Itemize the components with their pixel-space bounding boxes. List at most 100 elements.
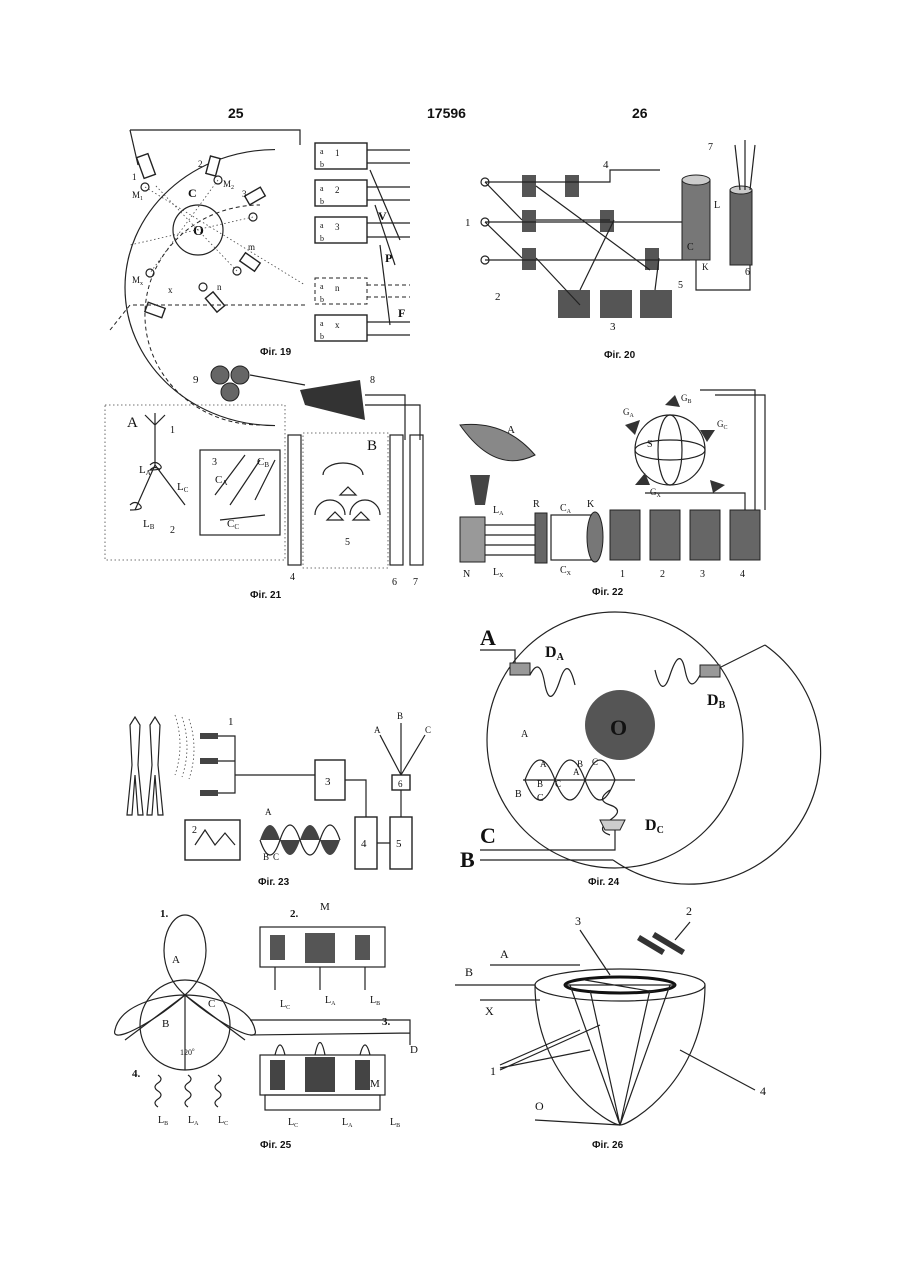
label-N: N	[463, 569, 470, 580]
svg-text:a: a	[320, 221, 324, 230]
label-DC: DC	[645, 817, 664, 836]
wave-B: B	[263, 852, 269, 862]
part-4: 4.	[132, 1068, 141, 1080]
label-2: 2	[198, 159, 203, 169]
label-O: O	[610, 715, 627, 740]
label-LX: LX	[493, 567, 504, 579]
label-LA3: LA	[342, 1117, 353, 1129]
label-3: 3	[212, 457, 217, 468]
label-LC4: LC	[218, 1115, 228, 1127]
caption-fig25: Фіг. 25	[260, 1140, 291, 1151]
label-8: 8	[370, 375, 375, 386]
label-1: 1	[620, 569, 625, 580]
label-LB: LB	[143, 518, 155, 531]
label-9: 9	[193, 374, 199, 386]
label-LB: LB	[370, 995, 380, 1007]
label-3: 3	[700, 569, 705, 580]
label-4: 4	[603, 159, 609, 171]
label-4: 4	[760, 1084, 766, 1098]
label-4: 4	[740, 569, 745, 580]
label-GB: GB	[681, 393, 692, 405]
part-2: 2.	[290, 908, 299, 920]
svg-text:b: b	[320, 332, 324, 341]
label-m: m	[248, 242, 255, 252]
label-X: X	[485, 1004, 494, 1018]
svg-text:3: 3	[335, 222, 340, 232]
caption-fig19: Фіг. 19	[260, 347, 291, 358]
side-C: C	[537, 793, 544, 804]
label-7: 7	[413, 577, 418, 588]
label-P: P	[385, 251, 392, 265]
label-4: 4	[290, 572, 295, 583]
label-CX: CX	[560, 565, 572, 577]
label-Mx: Mx	[132, 275, 143, 287]
page-number-left: 25	[228, 105, 244, 121]
label-5: 5	[678, 280, 683, 291]
figure-24: O A DA DB A A A B B C C B C DC C B	[455, 605, 775, 875]
svg-text:x: x	[335, 320, 340, 330]
label-n: n	[217, 282, 222, 292]
label-LC: LC	[177, 481, 189, 494]
label-GA: GA	[623, 407, 635, 419]
label-5: 5	[345, 537, 350, 548]
label-M1: M1	[132, 190, 143, 202]
label-A: A	[507, 424, 515, 436]
wave-C: C	[555, 779, 561, 789]
svg-text:a: a	[320, 319, 324, 328]
label-CA: CA	[560, 503, 572, 515]
block-2: a2b	[315, 180, 367, 206]
label-LA4: LA	[188, 1115, 199, 1127]
label-GC: GC	[717, 419, 728, 431]
label-x: x	[168, 285, 173, 295]
figure-26: 3 2 A B X O 1 4	[450, 900, 780, 1130]
wave-B: B	[537, 779, 543, 789]
label-C: C	[208, 998, 215, 1010]
wave-A: A	[265, 807, 272, 817]
label-B: B	[460, 847, 475, 872]
svg-text:1: 1	[335, 148, 340, 158]
side-B: B	[515, 789, 522, 800]
label-angle: 120o	[180, 1048, 195, 1057]
label-7: 7	[708, 142, 713, 153]
caption-fig24: Фіг. 24	[588, 877, 619, 888]
label-CA: CA	[215, 474, 227, 487]
label-6: 6	[398, 779, 403, 789]
block-n: anb	[315, 278, 367, 304]
label-M: M	[320, 901, 330, 913]
label-DA: DA	[545, 644, 565, 663]
label-5: 5	[396, 838, 402, 850]
label-3: 3	[242, 189, 247, 199]
label-CC: CC	[227, 518, 239, 531]
label-2: 2	[192, 825, 197, 836]
label-1: 1	[170, 425, 175, 436]
figure-25: 1. A B C 120o 2. M LC LA LB 3. D M LC LA…	[110, 905, 440, 1145]
label-4: 4	[361, 838, 367, 850]
label-C: C	[425, 725, 431, 735]
svg-text:b: b	[320, 160, 324, 169]
svg-text:2: 2	[335, 185, 340, 195]
part-3: 3.	[382, 1016, 391, 1028]
figure-19: O C 1 2 3 m n x M1 M2 Mx a1b a2b a3b anb…	[110, 125, 430, 350]
label-1: 1	[490, 1064, 496, 1078]
label-A: A	[500, 947, 509, 961]
wave-C: C	[273, 852, 279, 862]
label-K: K	[702, 262, 709, 272]
svg-text:b: b	[320, 197, 324, 206]
label-LA: LA	[139, 464, 151, 477]
wave-A: A	[540, 759, 547, 769]
label-M2: M	[370, 1078, 380, 1090]
label-3: 3	[610, 321, 616, 333]
block-1: a1b	[315, 143, 367, 169]
part-1: 1.	[160, 908, 169, 920]
svg-text:b: b	[320, 234, 324, 243]
label-O: O	[193, 224, 204, 239]
label-1: 1	[465, 217, 471, 229]
label-B: B	[367, 438, 377, 454]
label-2: 2	[686, 904, 692, 918]
figure-22: A N LA LX R CA CX K 1 2 3 4 S GA GB GC G…	[455, 385, 770, 585]
page-number-right: 26	[632, 105, 648, 121]
label-F: F	[398, 306, 405, 320]
label-R: R	[533, 499, 540, 510]
label-K: K	[587, 499, 595, 510]
caption-fig22: Фіг. 22	[592, 587, 623, 598]
